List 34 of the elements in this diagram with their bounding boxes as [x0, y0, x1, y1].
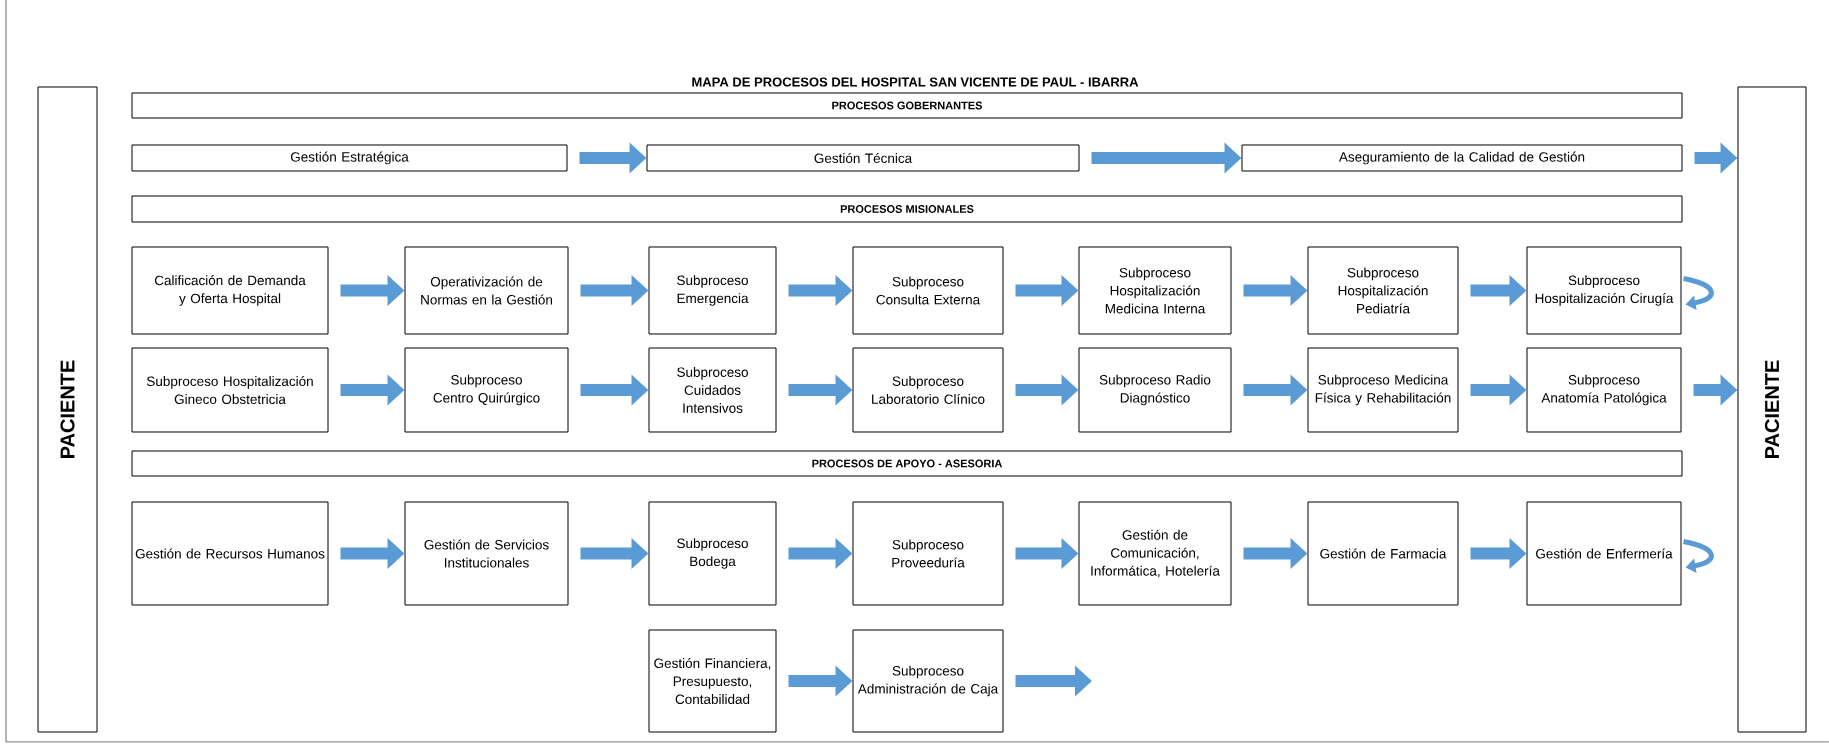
process-box: Subproceso Consulta Externa — [852, 246, 1004, 335]
process-box: Subproceso Proveeduría — [852, 501, 1004, 606]
process-box: Subproceso Medicina Física y Rehabilitación — [1307, 347, 1459, 433]
process-box: Gestión de Comunicación, Informática, Hotelería — [1078, 501, 1232, 606]
process-box: Subproceso Hospitalización Gineco Obstetricia — [131, 347, 329, 433]
process-box: Gestión de Enfermería — [1526, 501, 1682, 606]
category-band: PROCESOS DE APOYO - ASESORIA — [131, 450, 1683, 477]
process-box: Subproceso Anatomía Patológica — [1526, 347, 1682, 433]
process-box: Subproceso Hospitalización Pediatría — [1307, 246, 1459, 335]
process-box: Subproceso Centro Quirúrgico — [404, 347, 569, 433]
process-box: Gestión de Farmacia — [1307, 501, 1459, 606]
block-arrow — [1683, 539, 1714, 573]
process-box: Subproceso Cuidados Intensivos — [648, 347, 777, 433]
process-box: Subproceso Laboratorio Clínico — [852, 347, 1004, 433]
process-box: Subproceso Bodega — [648, 501, 777, 606]
process-box: Gestión de Servicios Institucionales — [404, 501, 569, 606]
process-box: Subproceso Hospitalización Medicina Interna — [1078, 246, 1232, 335]
process-box: Gestión Técnica — [646, 144, 1080, 172]
process-box: Subproceso Administración de Caja — [852, 629, 1004, 733]
process-box: Gestión de Recursos Humanos — [131, 501, 329, 606]
process-box: Subproceso Emergencia — [648, 246, 777, 335]
process-box: Subproceso Radio Diagnóstico — [1078, 347, 1232, 433]
block-arrow — [1683, 276, 1714, 310]
category-band: PROCESOS MISIONALES — [131, 195, 1683, 223]
process-box: Gestión Financiera, Presupuesto, Contabilidad — [648, 629, 777, 733]
category-band: PROCESOS GOBERNANTES — [131, 92, 1683, 119]
process-box: Gestión Estratégica — [131, 144, 568, 172]
process-box: Operativización de Normas en la Gestión — [404, 246, 569, 335]
patient-box: PACIENTE — [1737, 86, 1807, 733]
title: MAPA DE PROCESOS DEL HOSPITAL SAN VICENTE DE PAUL - IBARRA — [692, 77, 1139, 87]
patient-box: PACIENTE — [37, 86, 98, 733]
process-box: Calificación de Demanda y Oferta Hospital — [131, 246, 329, 335]
process-box: Subproceso Hospitalización Cirugía — [1526, 246, 1682, 335]
process-box: Aseguramiento de la Calidad de Gestión — [1241, 144, 1683, 172]
